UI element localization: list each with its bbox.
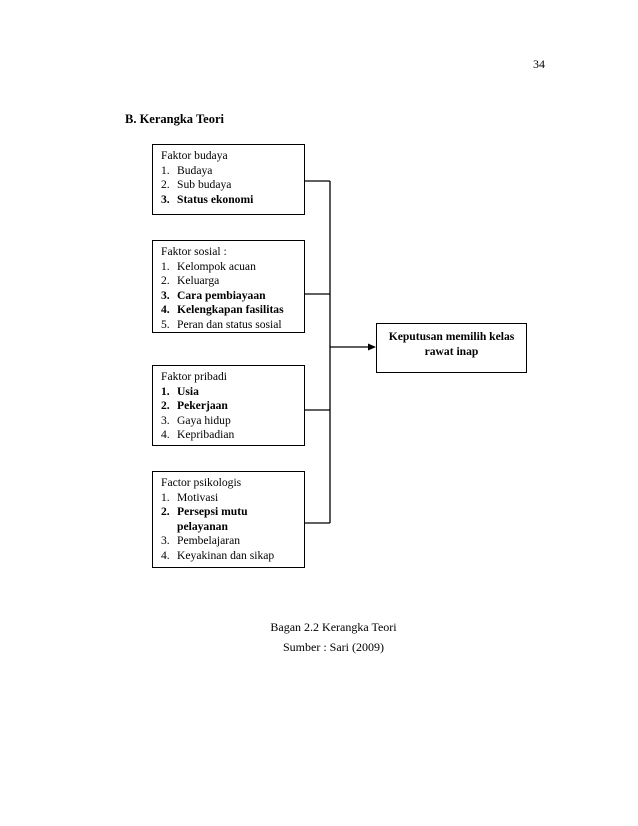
factor-title: Faktor pribadi (161, 370, 228, 383)
factor-item: 2.Keluarga (161, 274, 220, 288)
factor-item: 1.Motivasi (161, 490, 219, 504)
factor-title: Faktor budaya (161, 149, 228, 162)
factor-item: 4.Kelengkapan fasilitas (161, 303, 284, 317)
result-box: Keputusan memilih kelas rawat inap (376, 323, 527, 373)
result-text: Keputusan memilih kelas rawat inap (388, 330, 515, 358)
arrowhead-icon (368, 343, 376, 351)
section-heading: B. Kerangka Teori (125, 112, 224, 126)
page-number: 34 (533, 57, 545, 71)
factor-item: 1.Kelompok acuan (161, 259, 256, 273)
factor-title: Factor psikologis (161, 476, 242, 489)
figure-source: Sumber : Sari (2009) (283, 640, 384, 654)
factor-item: 2.Persepsi mutu pelayanan (161, 505, 248, 533)
factor-box-sosial: Faktor sosial : 1.Kelompok acuan 2.Kelua… (152, 240, 305, 333)
factor-item: 3.Cara pembiayaan (161, 288, 266, 302)
factor-item: 3.Status ekonomi (161, 192, 254, 206)
factor-item: 5.Peran dan status sosial (161, 317, 282, 331)
factor-item: 4.Kepribadian (161, 428, 235, 442)
factor-item: 3.Pembelajaran (161, 534, 241, 548)
factor-box-psikologis: Factor psikologis 1.Motivasi 2.Persepsi … (152, 471, 305, 568)
factor-item: 4.Keyakinan dan sikap (161, 548, 275, 562)
factor-item: 1.Budaya (161, 163, 213, 177)
factor-item: 2.Pekerjaan (161, 399, 228, 413)
figure-caption: Bagan 2.2 Kerangka Teori (270, 620, 397, 634)
factor-item: 1.Usia (161, 384, 199, 398)
factor-item: 3.Gaya hidup (161, 413, 231, 427)
factor-title: Faktor sosial : (161, 245, 227, 258)
factor-item: 2.Sub budaya (161, 178, 232, 192)
factor-box-pribadi: Faktor pribadi 1.Usia 2.Pekerjaan 3.Gaya… (152, 365, 305, 446)
factor-box-budaya: Faktor budaya 1.Budaya 2.Sub budaya 3.St… (152, 144, 305, 215)
